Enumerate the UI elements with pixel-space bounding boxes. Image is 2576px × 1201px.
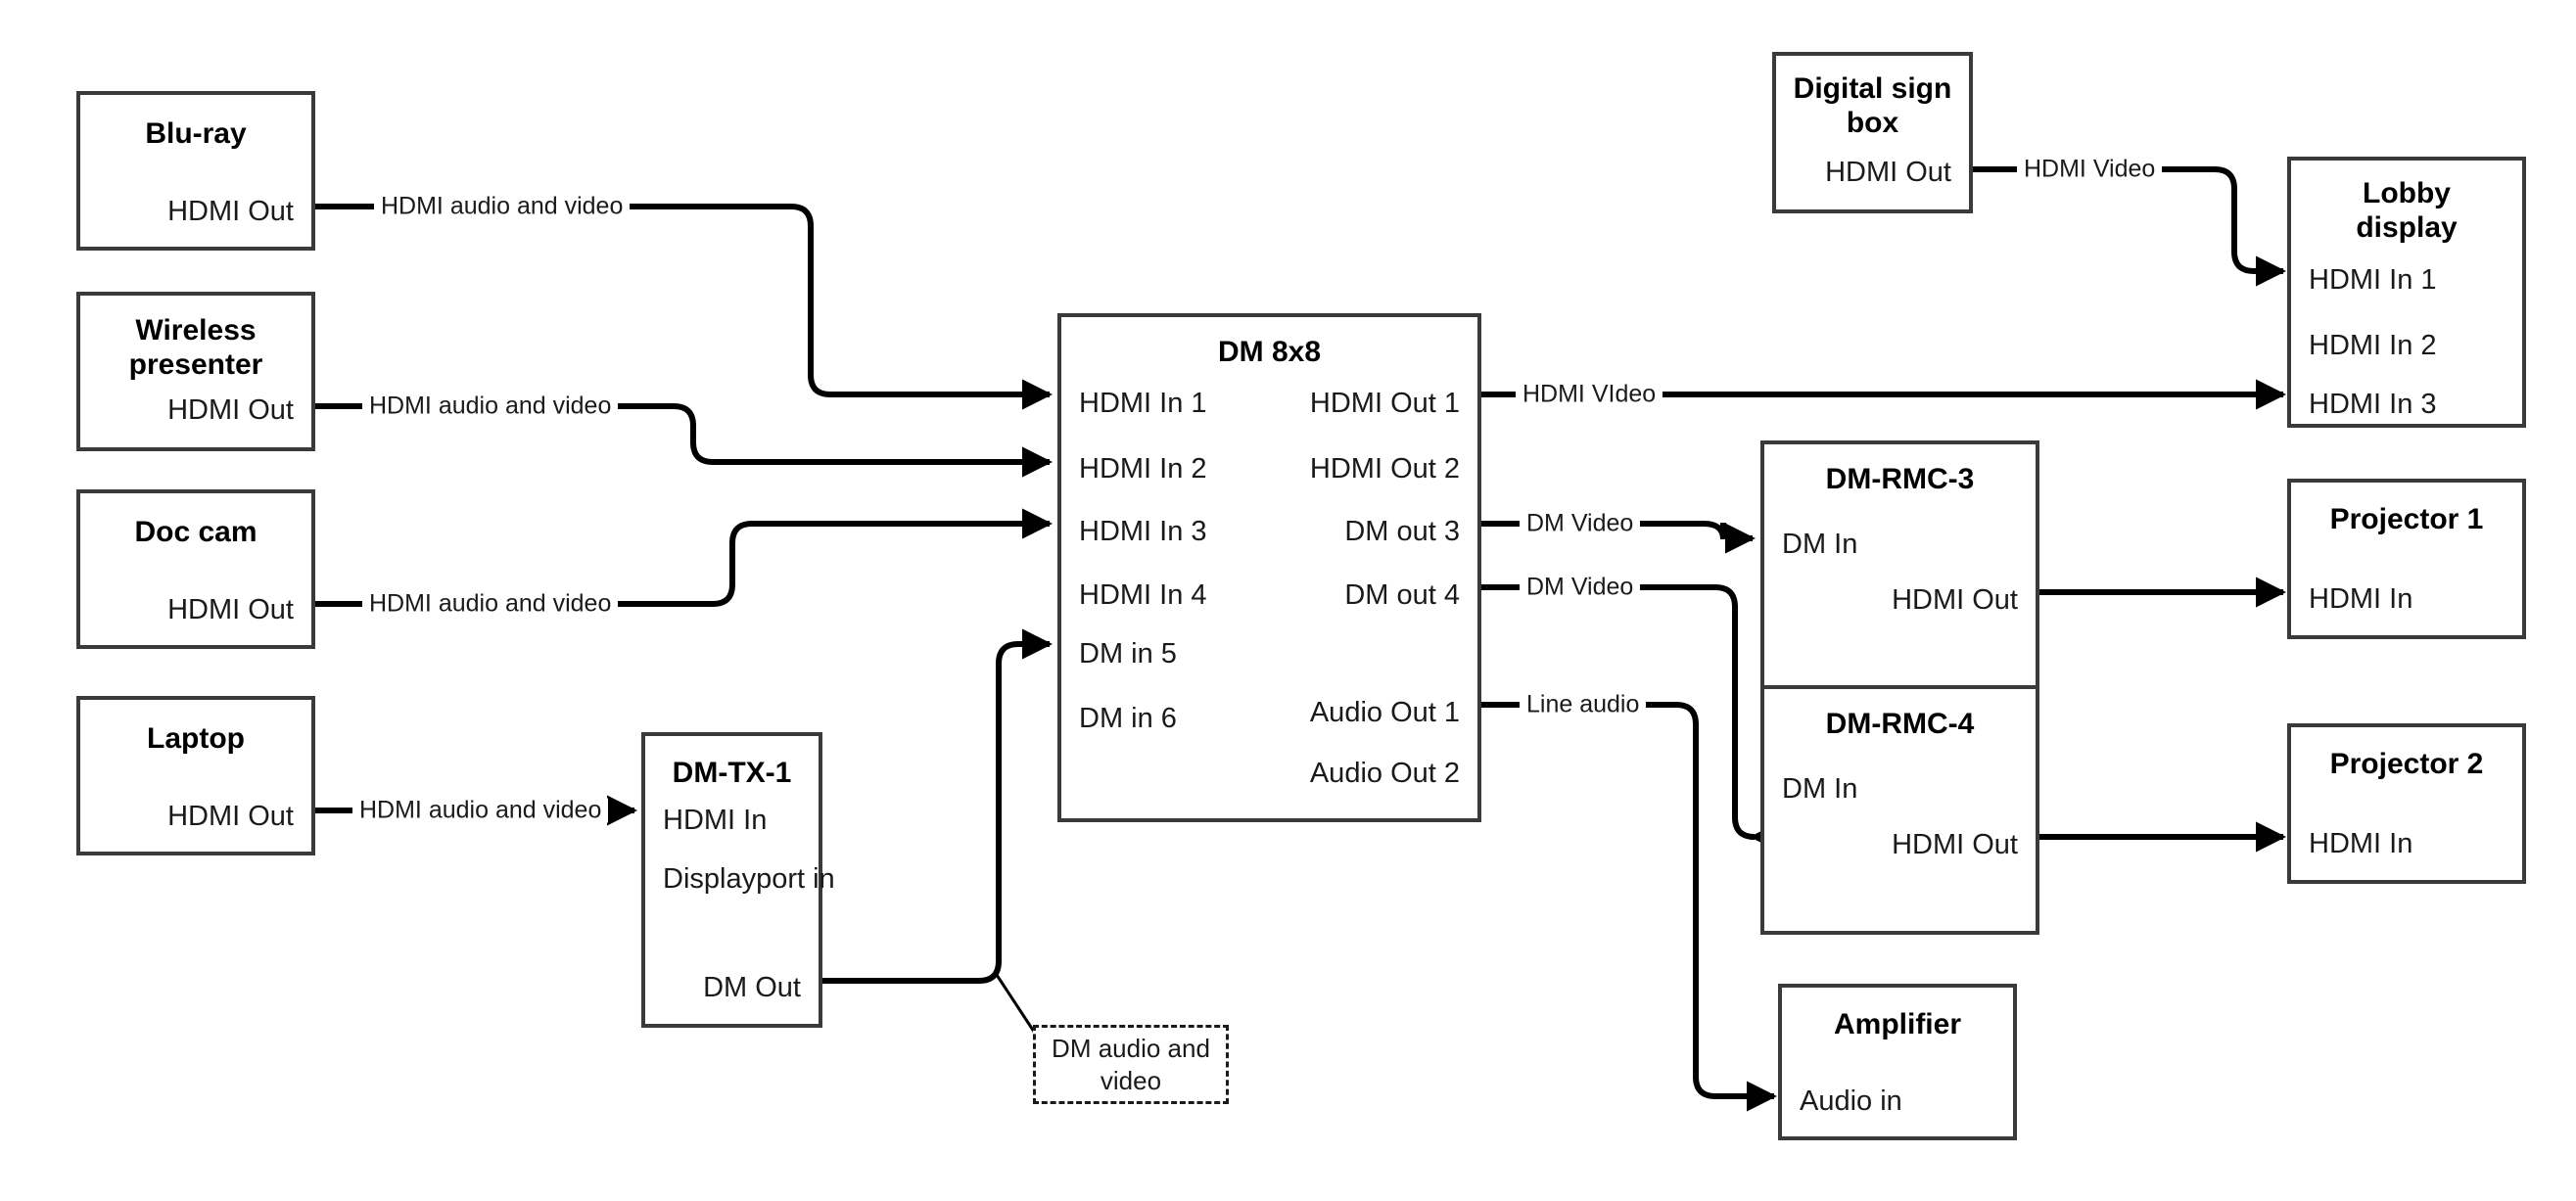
dm-rmc-3-title: DM-RMC-3 [1825, 463, 1975, 495]
digital-sign-box-title-line1: Digital sign [1793, 72, 1952, 105]
dm-8x8-output-dm-out-4: DM out 4 [1344, 579, 1460, 611]
node-projector-2[interactable]: Projector 2 HDMI In [2287, 723, 2526, 884]
dm-rmc-3-port-hdmi-out: HDMI Out [1892, 584, 2018, 616]
wire-label-dm-audio1-to-amp: Line audio [1520, 692, 1647, 717]
dm-8x8-input-dm-in-5: DM in 5 [1079, 638, 1177, 670]
wire-label-laptop-to-dmtx1: HDMI audio and video [352, 798, 609, 823]
node-dm-8x8[interactable]: DM 8x8 HDMI In 1 HDMI In 2 HDMI In 3 HDM… [1057, 313, 1481, 822]
projector-1-port-hdmi-in: HDMI In [2309, 583, 2413, 615]
dm-8x8-output-hdmi-out-2: HDMI Out 2 [1309, 453, 1460, 485]
amplifier-port-audio-in: Audio in [1800, 1086, 1902, 1117]
dm-8x8-input-hdmi-in-4: HDMI In 4 [1079, 579, 1207, 611]
node-lobby-display[interactable]: Lobby display HDMI In 1 HDMI In 2 HDMI I… [2287, 157, 2526, 428]
dm-rmc-3-port-dm-in: DM In [1782, 529, 1858, 560]
wire-dmtx1-to-dm-in5 [822, 628, 1054, 984]
projector-2-port-hdmi-in: HDMI In [2309, 828, 2413, 859]
node-dm-tx-1[interactable]: DM-TX-1 HDMI In Displayport in DM Out [641, 732, 835, 1028]
wire-bluray-to-dm-in1 [315, 204, 1054, 410]
laptop-title: Laptop [147, 722, 245, 755]
lobby-display-title-line2: display [2356, 211, 2458, 244]
node-amplifier[interactable]: Amplifier Audio in [1778, 984, 2017, 1140]
node-bluray[interactable]: Blu-ray HDMI Out [76, 91, 315, 251]
dm-8x8-input-hdmi-in-2: HDMI In 2 [1079, 453, 1207, 485]
dm-8x8-input-hdmi-in-3: HDMI In 3 [1079, 516, 1207, 547]
projector-2-title: Projector 2 [2329, 748, 2484, 780]
wire-label-wireless-to-dm: HDMI audio and video [362, 393, 619, 419]
node-laptop[interactable]: Laptop HDMI Out [76, 696, 315, 855]
wire-label-dm-out4-to-rmc4: DM Video [1520, 575, 1641, 600]
node-dm-rmc-3[interactable]: DM-RMC-3 DM In HDMI Out [1760, 440, 2039, 690]
doc-cam-title: Doc cam [134, 516, 258, 548]
wire-sign-to-lobby-in1 [1973, 166, 2287, 287]
dm-rmc-4-port-dm-in: DM In [1782, 773, 1858, 805]
dm-8x8-input-dm-in-6: DM in 6 [1079, 703, 1177, 734]
wireless-presenter-title-line2: presenter [128, 348, 263, 381]
lobby-display-title-line1: Lobby [2363, 177, 2451, 209]
node-digital-sign-box[interactable]: Digital sign box HDMI Out [1772, 52, 1973, 213]
lobby-display-input-hdmi-in-1: HDMI In 1 [2309, 264, 2437, 296]
wireless-presenter-title-line1: Wireless [135, 314, 257, 346]
bluray-title: Blu-ray [145, 117, 247, 150]
projector-1-title: Projector 1 [2329, 503, 2484, 535]
lobby-display-input-hdmi-in-2: HDMI In 2 [2309, 330, 2437, 361]
node-wireless-presenter[interactable]: Wireless presenter HDMI Out [76, 292, 315, 451]
callout-leader-line [995, 974, 1040, 1039]
dm-8x8-output-hdmi-out-1: HDMI Out 1 [1309, 388, 1460, 419]
dm-8x8-output-audio-out-2: Audio Out 2 [1309, 758, 1460, 789]
node-dm-rmc-4[interactable]: DM-RMC-4 DM In HDMI Out [1760, 685, 2039, 935]
dm-rmc-4-title: DM-RMC-4 [1825, 708, 1975, 740]
dm-8x8-output-dm-out-3: DM out 3 [1344, 516, 1460, 547]
dm-tx-1-port-dm-out: DM Out [703, 972, 801, 1003]
wire-label-dm-out3-to-rmc3: DM Video [1520, 511, 1641, 536]
dm-rmc-4-port-hdmi-out: HDMI Out [1892, 829, 2018, 860]
callout-line1: DM audio and [1052, 1034, 1210, 1063]
wireless-presenter-port-hdmi-out: HDMI Out [167, 394, 294, 426]
digital-sign-box-title-line2: box [1846, 107, 1899, 139]
wire-dm-audio1-to-amplifier [1481, 702, 1778, 1112]
lobby-display-input-hdmi-in-3: HDMI In 3 [2309, 389, 2437, 420]
wire-label-sign-to-lobby: HDMI Video [2017, 157, 2163, 182]
wire-label-doccam-to-dm: HDMI audio and video [362, 591, 619, 617]
callout-line2: video [1100, 1065, 1162, 1095]
callout-dm-audio-and-video: DM audio and video [1033, 1025, 1229, 1104]
node-projector-1[interactable]: Projector 1 HDMI In [2287, 479, 2526, 639]
dm-8x8-input-hdmi-in-1: HDMI In 1 [1079, 388, 1207, 419]
laptop-port-hdmi-out: HDMI Out [167, 801, 294, 832]
doc-cam-port-hdmi-out: HDMI Out [167, 594, 294, 625]
digital-sign-box-port-hdmi-out: HDMI Out [1825, 157, 1951, 188]
dm-tx-1-port-displayport-in: Displayport in [663, 863, 835, 895]
dm-tx-1-title: DM-TX-1 [672, 757, 792, 789]
node-doc-cam[interactable]: Doc cam HDMI Out [76, 489, 315, 649]
wire-label-bluray-to-dm: HDMI audio and video [374, 194, 631, 219]
wire-label-dm-out1-to-lobby: HDMI VIdeo [1516, 382, 1663, 407]
bluray-port-hdmi-out: HDMI Out [167, 196, 294, 227]
dm-8x8-title: DM 8x8 [1217, 336, 1322, 368]
amplifier-title: Amplifier [1833, 1008, 1962, 1040]
dm-tx-1-port-hdmi-in: HDMI In [663, 805, 768, 836]
dm-8x8-output-audio-out-1: Audio Out 1 [1309, 697, 1460, 728]
